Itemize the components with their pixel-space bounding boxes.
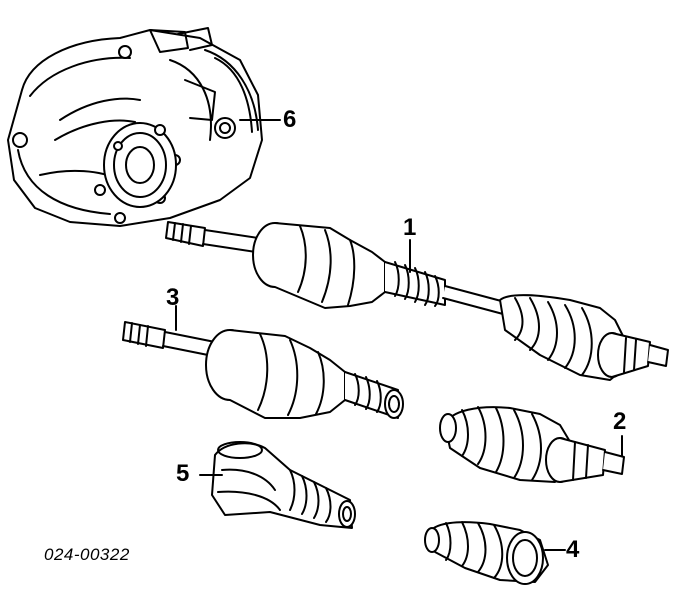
callout-1: 1 (403, 214, 417, 241)
diagram-part-code: 024-00322 (44, 545, 130, 564)
callout-4: 4 (566, 536, 580, 563)
outer-cv-joint (439, 406, 625, 483)
differential-housing (7, 27, 263, 227)
inner-cv-joint-shaft (122, 321, 404, 419)
outer-boot (424, 521, 549, 585)
axle-shaft-assembly (165, 221, 669, 381)
callout-5: 5 (176, 460, 190, 487)
callout-3: 3 (166, 284, 180, 311)
callout-2: 2 (613, 408, 627, 435)
callout-6: 6 (283, 106, 297, 133)
inner-boot (211, 441, 356, 529)
